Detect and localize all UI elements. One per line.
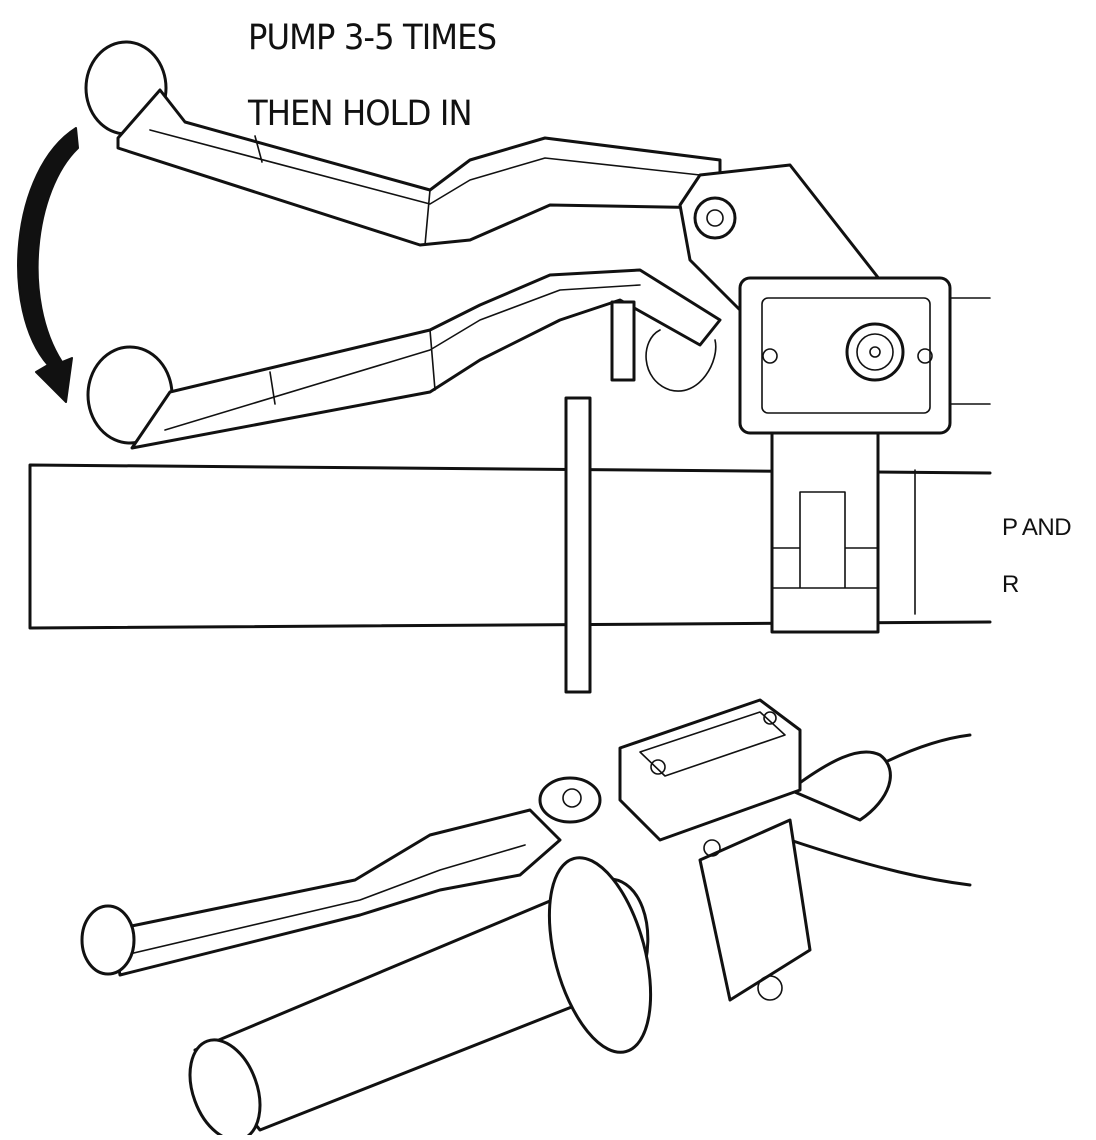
reservoir-cap	[845, 322, 905, 382]
adjuster-knob	[610, 300, 636, 382]
reservoir-screw-right	[917, 348, 933, 364]
grip-flange-3d	[547, 856, 653, 1054]
perspective-view	[80, 698, 972, 1140]
pivot-cam	[645, 329, 717, 392]
pivot-boss-3d	[538, 776, 602, 824]
lever-lower-position	[86, 268, 722, 450]
reservoir-3d-screw-right	[763, 711, 777, 725]
curved-arrow-icon	[17, 127, 79, 403]
master-cylinder	[678, 163, 991, 435]
reservoir-3d-opening	[639, 711, 786, 777]
lever-3d	[110, 808, 562, 977]
grip-flange	[564, 396, 592, 694]
reservoir-cap-ring	[856, 333, 894, 371]
handlebar-side-view	[28, 396, 992, 694]
lever-blade-upper	[116, 88, 722, 247]
lever-3d-detail	[124, 844, 526, 956]
lever-upper-position	[84, 40, 722, 247]
curved-arrow-body	[17, 127, 79, 403]
lever-blade-lower-detail	[164, 284, 641, 431]
side-label-line-1: P AND	[1002, 514, 1072, 541]
pivot-boss-3d-hole	[562, 788, 582, 808]
clamp-bolt-upper	[703, 839, 721, 857]
clamp-slot	[771, 491, 879, 589]
instruction-line-1: PUMP 3-5 TIMES	[248, 18, 497, 58]
pivot-bolt-inner	[706, 209, 724, 227]
clamp-bolt-lower	[757, 975, 783, 1001]
side-label-line-2: R	[1002, 571, 1019, 598]
reservoir-cap-center	[869, 346, 881, 358]
lever-3d-ball-end	[80, 904, 136, 976]
lever-blade-upper-detail	[149, 129, 701, 246]
reservoir-body	[738, 276, 952, 435]
handlebar-bar-end	[788, 750, 892, 822]
clamp-3d	[698, 818, 812, 1002]
reservoir-window	[761, 297, 931, 414]
perch-clamp	[770, 428, 880, 634]
reservoir-3d-screw-left	[650, 759, 666, 775]
reservoir-screw-left	[762, 348, 778, 364]
reservoir-3d	[618, 698, 802, 842]
instruction-line-2: THEN HOLD IN	[248, 94, 473, 134]
pivot-bolt	[693, 196, 737, 240]
